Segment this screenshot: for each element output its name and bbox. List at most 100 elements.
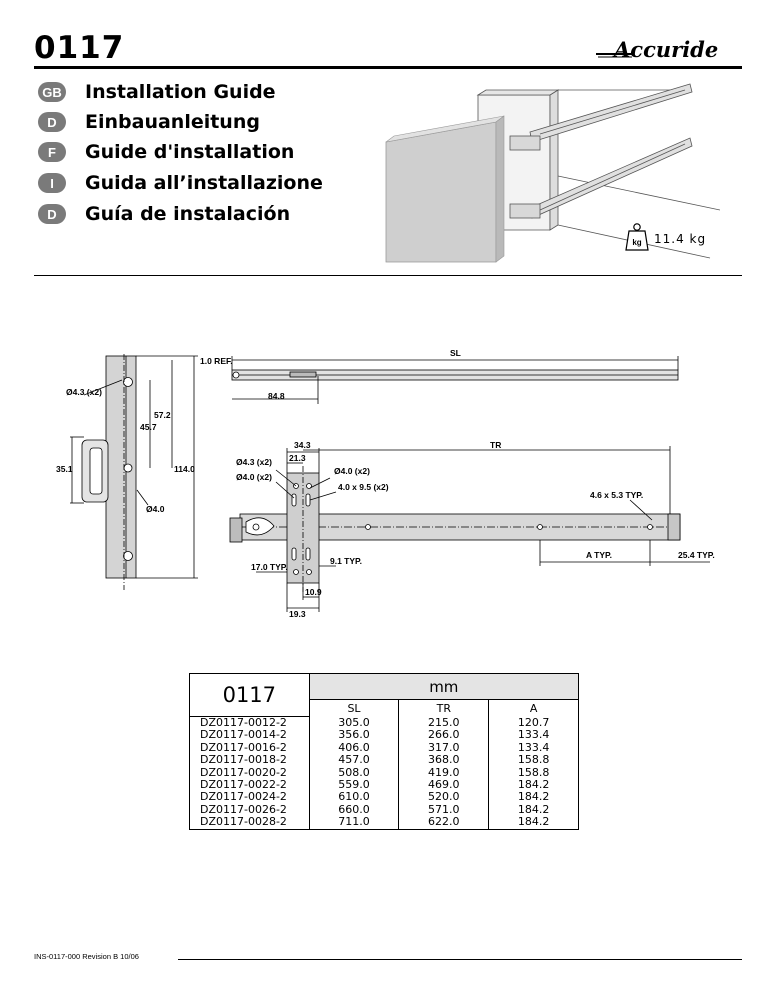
model-number-cell: DZ0117-0028-2: [189, 816, 310, 830]
dim-label: 34.3: [294, 440, 311, 450]
dim-label: 45.7: [140, 422, 157, 432]
language-row-gb: GB Installation Guide: [38, 80, 276, 104]
column-header-a: A: [488, 699, 579, 717]
dim-label: 4.0 x 9.5 (x2): [338, 482, 389, 492]
dimension-cell: 660.0: [308, 803, 399, 817]
model-number-cell: DZ0117-0022-2: [189, 778, 310, 792]
dim-label: 19.3: [289, 609, 306, 619]
model-number-cell: DZ0117-0018-2: [189, 753, 310, 767]
lang-badge: I: [38, 173, 66, 193]
column-header-tr: TR: [398, 699, 489, 717]
brand-name: Accuride: [612, 37, 718, 62]
model-number-cell: DZ0117-0020-2: [189, 766, 310, 780]
lang-badge: D: [38, 112, 66, 132]
dimension-cell: 305.0: [308, 716, 399, 730]
table-series-label: 0117: [189, 673, 310, 717]
dimension-cell: 215.0: [398, 716, 489, 730]
document-reference: INS-0117-000 Revision B 10/06: [34, 952, 139, 961]
language-row-it: I Guida all’installazione: [38, 171, 323, 195]
dim-label: 25.4 TYP.: [678, 550, 715, 560]
dim-label: 84.8: [268, 391, 285, 401]
slide-technical-drawing: 1.0 REF. SL Ø4.3 (x2) 84.8 57.2 45.7 35.…: [56, 348, 715, 619]
lang-badge: F: [38, 142, 66, 162]
header-rule: [34, 66, 742, 69]
dim-label: 21.3: [289, 453, 306, 463]
language-row-de: D Einbauanleitung: [38, 110, 260, 134]
lang-label: Guida all’installazione: [85, 172, 323, 194]
dimension-cell: 158.8: [488, 766, 579, 780]
lang-badge: GB: [38, 82, 66, 102]
dim-label: Ø4.0 (x2): [334, 466, 370, 476]
kg-weight-icon: kg: [625, 223, 649, 251]
dim-label: Ø4.3 (x2): [236, 457, 272, 467]
language-row-es: D Guía de instalación: [38, 202, 290, 226]
dimension-cell: 622.0: [398, 816, 489, 830]
dimension-cell: 520.0: [398, 791, 489, 804]
language-row-fr: F Guide d'installation: [38, 140, 294, 164]
lang-label: Guide d'installation: [85, 141, 295, 163]
dimension-cell: 133.4: [488, 728, 579, 742]
dimension-cell: 184.2: [488, 803, 579, 817]
table-unit-label: mm: [308, 672, 580, 701]
model-number-cell: DZ0117-0012-2: [189, 716, 310, 730]
dimension-cell: 120.7: [488, 716, 579, 730]
dim-label: A TYP.: [586, 550, 612, 560]
dimension-cell: 184.2: [488, 791, 579, 804]
dimension-cell: 356.0: [308, 728, 399, 742]
dim-label: 114.0: [174, 464, 195, 474]
dimension-cell: 610.0: [308, 791, 399, 804]
lang-badge: D: [38, 204, 66, 224]
model-number-cell: DZ0117-0016-2: [189, 741, 310, 755]
lang-label: Einbauanleitung: [85, 111, 260, 133]
dim-label: Ø4.0 (x2): [236, 472, 272, 482]
section-rule: [34, 275, 742, 276]
dimension-cell: 711.0: [308, 816, 399, 830]
model-number-cell: DZ0117-0014-2: [189, 728, 310, 742]
dimension-cell: 406.0: [308, 741, 399, 755]
column-header-sl: SL: [308, 699, 399, 717]
dimension-cell: 559.0: [308, 778, 399, 792]
lang-label: Installation Guide: [85, 81, 276, 103]
dimension-cell: 184.2: [488, 816, 579, 830]
model-number-cell: DZ0117-0026-2: [189, 803, 310, 817]
part-number-title: 0117: [34, 30, 125, 66]
load-rating: 11.4 kg: [654, 232, 707, 246]
dimension-cell: 158.8: [488, 753, 579, 767]
dimension-cell: 571.0: [398, 803, 489, 817]
drawer-illustration: [385, 83, 720, 263]
dimension-cell: 133.4: [488, 741, 579, 755]
accuride-logo: Accuride: [596, 37, 718, 62]
dim-label: TR: [490, 440, 501, 450]
kg-icon-text: kg: [632, 238, 641, 247]
dim-label: 17.0 TYP.: [251, 562, 288, 572]
model-number-cell: DZ0117-0024-2: [189, 791, 310, 804]
dim-label: 10.9: [305, 587, 322, 597]
dimension-cell: 469.0: [398, 778, 489, 792]
dim-label: 57.2: [154, 410, 171, 420]
dim-label: 1.0 REF.: [200, 356, 233, 366]
dimension-cell: 419.0: [398, 766, 489, 780]
dimension-cell: 368.0: [398, 753, 489, 767]
dimension-cell: 457.0: [308, 753, 399, 767]
dim-label: Ø4.3 (x2): [66, 387, 102, 397]
dim-label: SL: [450, 348, 461, 358]
dimension-cell: 317.0: [398, 741, 489, 755]
dim-label: 9.1 TYP.: [330, 556, 362, 566]
footer-rule: [178, 959, 742, 960]
dimension-cell: 266.0: [398, 728, 489, 742]
dim-label: 35.1: [56, 464, 73, 474]
dimension-cell: 508.0: [308, 766, 399, 780]
dim-label: Ø4.0: [146, 504, 165, 514]
lang-label: Guía de instalación: [85, 203, 291, 225]
